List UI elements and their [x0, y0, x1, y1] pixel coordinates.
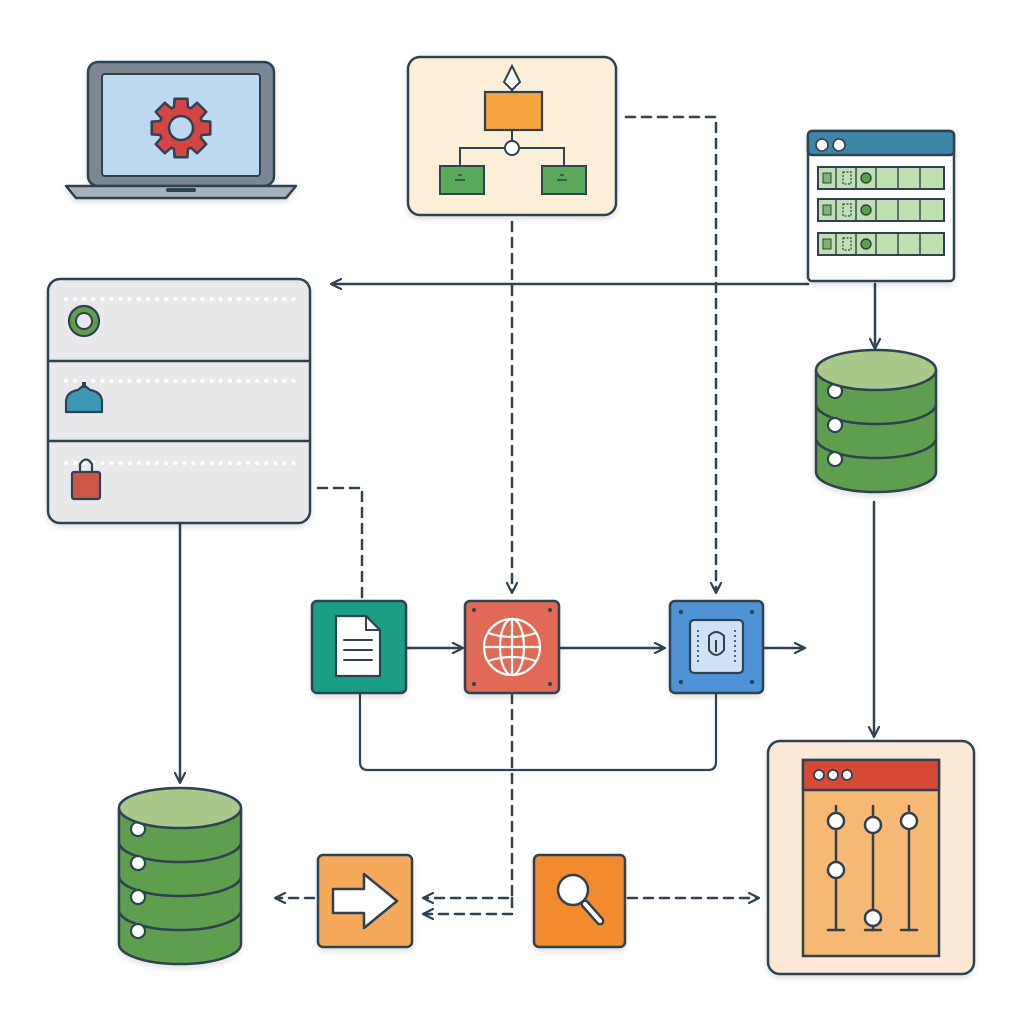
connector-globe-to-arrow-lower — [424, 896, 514, 914]
spreadsheet-row — [817, 198, 945, 222]
document-icon — [310, 599, 408, 695]
gear-icon — [150, 97, 212, 159]
cloud-user-icon — [64, 382, 104, 414]
spreadsheet-rows — [817, 166, 945, 256]
slider-knob — [826, 811, 846, 831]
control-sliders-dashboard-icon — [766, 739, 976, 976]
database-top-icon — [814, 348, 938, 494]
spreadsheet-row — [817, 166, 945, 190]
spreadsheet-row — [817, 232, 945, 256]
connector-loop-document-chip — [358, 692, 718, 772]
progress-ring-icon — [67, 304, 101, 338]
database-bottom-icon — [117, 786, 243, 966]
slider-knob — [899, 811, 919, 831]
slider-knob — [863, 908, 883, 928]
lock-icon — [70, 458, 102, 501]
settings-list-panel — [46, 277, 312, 525]
slider-knob — [863, 815, 883, 835]
search-icon — [532, 853, 627, 949]
connector-globe-to-arrow-upper — [424, 692, 514, 898]
flowchart-icon — [406, 55, 618, 217]
forward-arrow-icon — [316, 853, 414, 949]
connectors — [180, 115, 875, 914]
slider-knob — [826, 860, 846, 880]
connector-flowchart-to-chip — [624, 115, 716, 592]
processor-chip-icon — [668, 599, 765, 695]
globe-icon — [463, 599, 561, 695]
laptop-settings-icon — [64, 60, 298, 200]
connector-list-to-document — [316, 486, 364, 600]
spreadsheet-window-icon — [806, 129, 956, 283]
